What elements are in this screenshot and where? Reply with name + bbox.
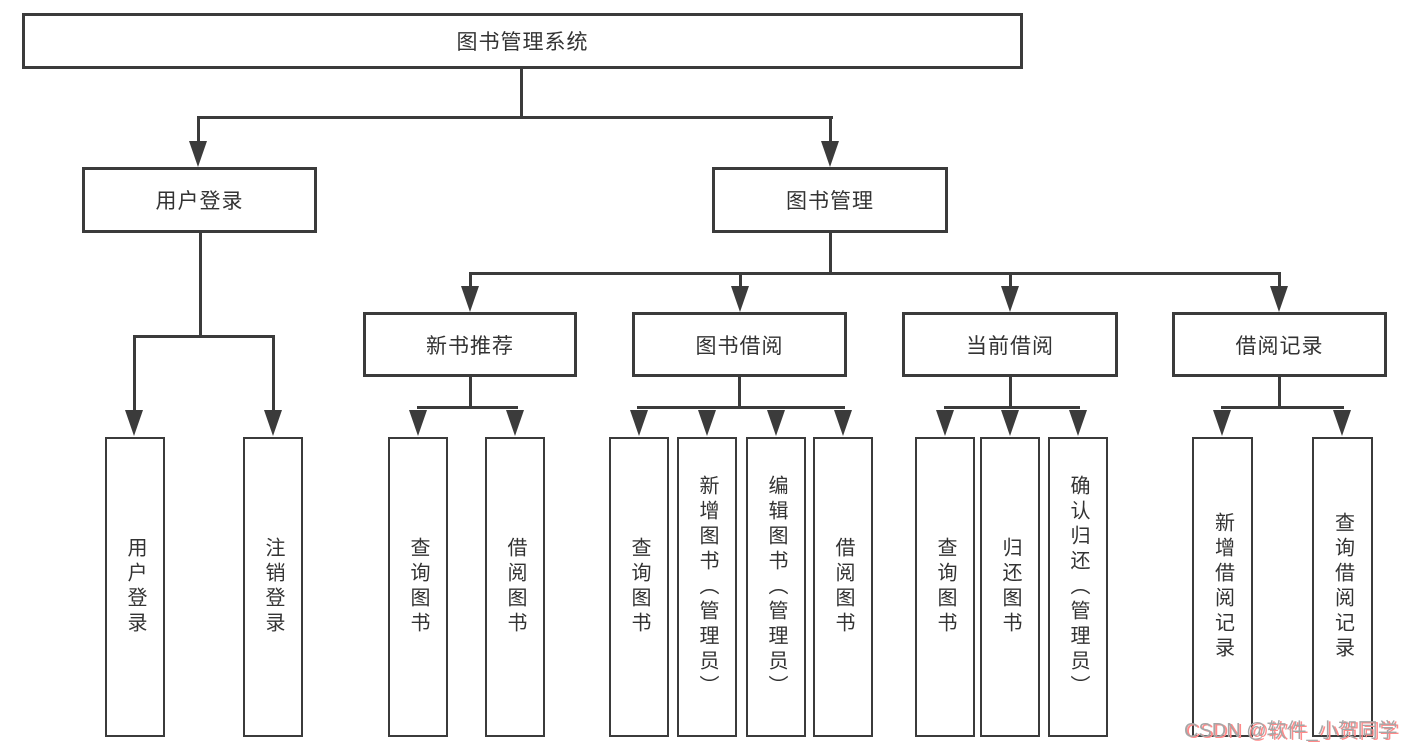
leaf-borrow-books-recommend: 借阅图书	[485, 437, 545, 737]
connector-line	[197, 118, 200, 144]
leaf-add-books-admin-label: 新增图书（管理员）	[696, 474, 718, 700]
leaf-query-books-borrow: 查询图书	[609, 437, 669, 737]
leaf-query-books-recommend-label: 查询图书	[407, 537, 429, 637]
arrow-down-icon	[1333, 410, 1351, 436]
connector-line	[197, 116, 833, 119]
leaf-return-books-label: 归还图书	[999, 537, 1021, 637]
arrow-down-icon	[125, 410, 143, 436]
arrow-down-icon	[461, 286, 479, 312]
connector-line	[637, 406, 845, 409]
arrow-down-icon	[506, 410, 524, 436]
node-root: 图书管理系统	[22, 13, 1023, 69]
leaf-add-books-admin: 新增图书（管理员）	[677, 437, 737, 737]
leaf-confirm-return-admin-label: 确认归还（管理员）	[1067, 474, 1089, 700]
connector-line	[829, 118, 832, 144]
arrow-down-icon	[767, 410, 785, 436]
leaf-borrow-books: 借阅图书	[813, 437, 873, 737]
arrow-down-icon	[731, 286, 749, 312]
arrow-down-icon	[698, 410, 716, 436]
leaf-user-login-label: 用户登录	[124, 537, 146, 637]
node-book-borrow-label: 图书借阅	[695, 334, 784, 358]
node-new-book-recommend-label: 新书推荐	[426, 334, 514, 358]
connector-line	[944, 406, 1080, 409]
node-user-login-label: 用户登录	[155, 190, 244, 213]
arrow-down-icon	[1069, 410, 1087, 436]
connector-line	[133, 338, 136, 412]
node-current-borrow: 当前借阅	[902, 312, 1118, 377]
node-root-label: 图书管理系统	[456, 31, 589, 54]
leaf-return-books: 归还图书	[980, 437, 1040, 737]
node-borrow-records-label: 借阅记录	[1235, 334, 1324, 358]
connector-line	[738, 377, 741, 408]
leaf-query-books-borrow-label: 查询图书	[628, 537, 650, 637]
arrow-down-icon	[821, 141, 839, 167]
node-borrow-records: 借阅记录	[1172, 312, 1387, 377]
arrow-down-icon	[936, 410, 954, 436]
connector-line	[469, 377, 472, 408]
leaf-query-books-current-label: 查询图书	[934, 537, 956, 637]
node-book-borrow: 图书借阅	[632, 312, 847, 377]
connector-line	[1009, 275, 1012, 288]
connector-line	[469, 272, 1281, 275]
leaf-confirm-return-admin: 确认归还（管理员）	[1048, 437, 1108, 737]
arrow-down-icon	[189, 141, 207, 167]
connector-line	[1278, 377, 1281, 408]
arrow-down-icon	[1001, 410, 1019, 436]
arrow-down-icon	[409, 410, 427, 436]
leaf-add-borrow-record-label: 新增借阅记录	[1211, 512, 1234, 662]
connector-line	[469, 275, 472, 288]
arrow-down-icon	[1001, 286, 1019, 312]
connector-line	[417, 406, 518, 409]
leaf-edit-books-admin-label: 编辑图书（管理员）	[765, 474, 787, 700]
arrow-down-icon	[834, 410, 852, 436]
leaf-logout-label: 注销登录	[262, 537, 284, 637]
node-new-book-recommend: 新书推荐	[363, 312, 577, 377]
arrow-down-icon	[1213, 410, 1231, 436]
connector-line	[199, 233, 202, 337]
node-current-borrow-label: 当前借阅	[966, 334, 1054, 358]
arrow-down-icon	[1270, 286, 1288, 312]
leaf-borrow-books-recommend-label: 借阅图书	[504, 537, 526, 637]
arrow-down-icon	[264, 410, 282, 436]
node-user-login: 用户登录	[82, 167, 317, 233]
connector-line	[1221, 406, 1344, 409]
connector-line	[520, 69, 523, 117]
leaf-edit-books-admin: 编辑图书（管理员）	[746, 437, 806, 737]
leaf-query-borrow-record-label: 查询借阅记录	[1331, 512, 1354, 662]
leaf-user-login: 用户登录	[105, 437, 165, 737]
node-book-management-label: 图书管理	[786, 190, 874, 213]
connector-line	[1278, 275, 1281, 288]
leaf-query-books-current: 查询图书	[915, 437, 975, 737]
connector-line	[133, 335, 275, 338]
connector-line	[272, 338, 275, 412]
node-book-management: 图书管理	[712, 167, 948, 233]
leaf-add-borrow-record: 新增借阅记录	[1192, 437, 1253, 737]
connector-line	[1009, 377, 1012, 408]
leaf-query-borrow-record: 查询借阅记录	[1312, 437, 1373, 737]
leaf-borrow-books-label: 借阅图书	[832, 537, 854, 637]
leaf-logout: 注销登录	[243, 437, 303, 737]
csdn-watermark: CSDN @软件_小贺同学	[1184, 720, 1398, 742]
arrow-down-icon	[630, 410, 648, 436]
connector-line	[739, 275, 742, 288]
leaf-query-books-recommend: 查询图书	[388, 437, 448, 737]
connector-line	[829, 233, 832, 273]
